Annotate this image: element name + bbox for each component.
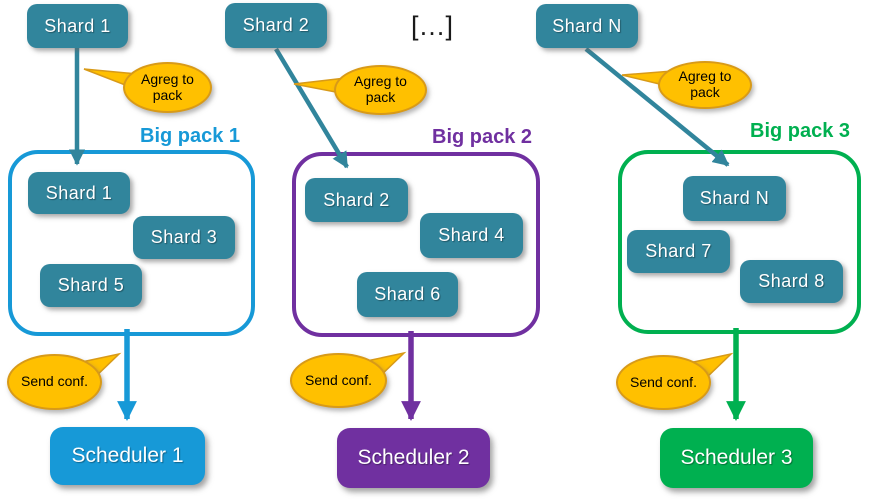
- send-bubble-3-label: Send conf.: [630, 373, 697, 390]
- arrow-shard2-to-pack2: [274, 47, 349, 169]
- pack3-shard-c: Shard 8: [740, 260, 843, 303]
- agreg-bubble-3: Agreg to pack: [658, 61, 752, 109]
- pack1-shard-b: Shard 3: [133, 216, 235, 259]
- pack2-shard-b: Shard 4: [420, 213, 523, 258]
- agreg-bubble-3-label: Agreg to pack: [678, 68, 732, 100]
- top-shard-2: Shard 2: [225, 3, 327, 48]
- pack1-shard-c: Shard 5: [40, 264, 142, 307]
- agreg-bubble-1-label: Agreg to pack: [141, 70, 194, 103]
- send-bubble-1-label: Send conf.: [21, 373, 88, 390]
- pack1-shard-a: Shard 1: [28, 172, 130, 214]
- pack2-shard-c: Shard 6: [357, 272, 458, 317]
- agreg-bubble-2-label: Agreg to pack: [354, 73, 407, 105]
- agreg-bubble-1: Agreg to pack: [123, 62, 212, 113]
- pack3-label: Big pack 3: [750, 120, 851, 142]
- pack2-label: Big pack 2: [432, 126, 533, 148]
- pack3-shard-b: Shard 7: [627, 230, 730, 273]
- scheduler-1: Scheduler 1: [50, 427, 205, 485]
- send-bubble-2-label: Send conf.: [305, 371, 372, 388]
- scheduler-2: Scheduler 2: [337, 428, 490, 488]
- pack3-shard-a: Shard N: [683, 176, 786, 221]
- ellipsis-label: […]: [410, 10, 453, 41]
- pack1-label: Big pack 1: [140, 125, 241, 147]
- top-shard-1: Shard 1: [27, 4, 128, 48]
- top-shard-3: Shard N: [536, 4, 638, 48]
- send-bubble-2: Send conf.: [290, 353, 387, 408]
- scheduler-3: Scheduler 3: [660, 428, 813, 488]
- agreg-bubble-2: Agreg to pack: [334, 65, 427, 115]
- send-bubble-3: Send conf.: [616, 355, 711, 410]
- send-bubble-1: Send conf.: [7, 354, 102, 410]
- pack2-shard-a: Shard 2: [305, 178, 408, 222]
